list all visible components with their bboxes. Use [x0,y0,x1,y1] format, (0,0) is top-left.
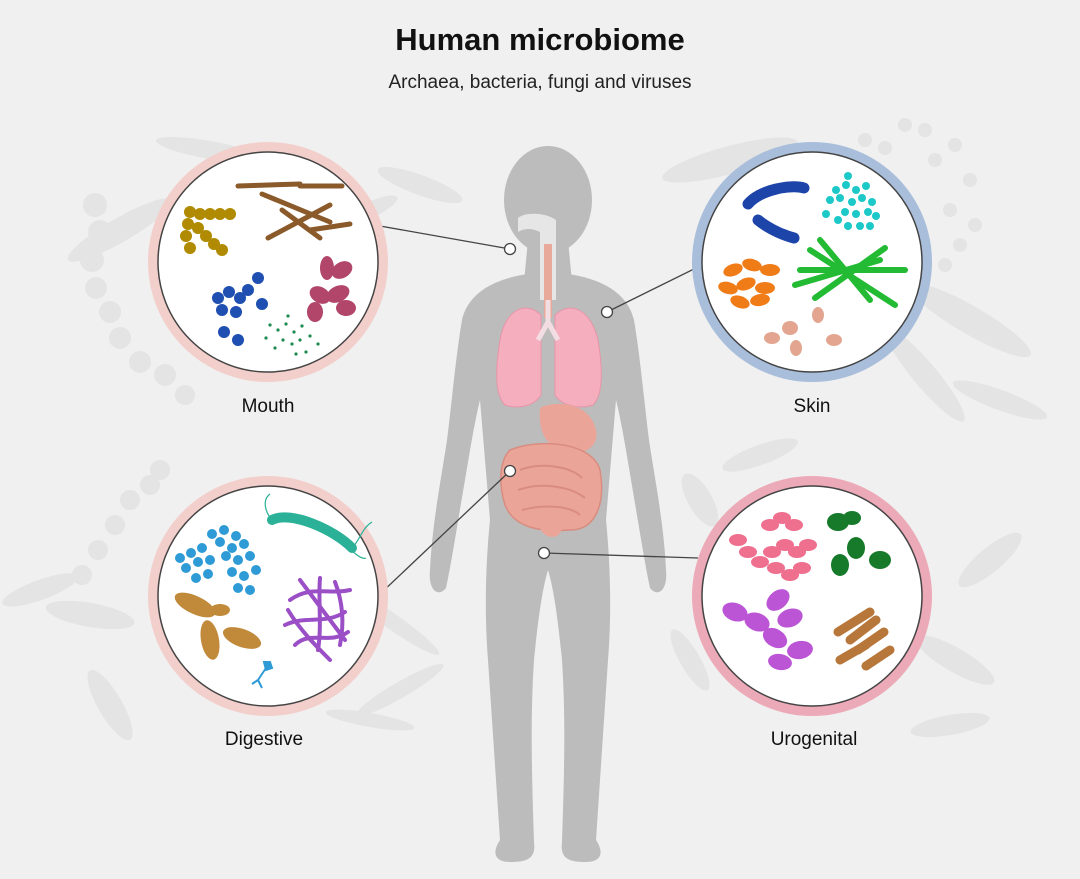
trachea-branch [535,300,561,342]
digestive-microbe-circle [148,476,388,716]
digestive-virus [251,661,274,689]
background-microbes [2,118,1048,741]
urogenital-label: Urogenital [770,729,858,750]
mouth-microbe-circle [148,142,388,382]
skin-blue-rods [742,181,810,244]
digestive-organs [500,403,603,537]
mouth-blue-cocci [212,272,268,346]
digestive-blue-cocci [175,525,261,595]
digestive-label: Digestive [224,729,304,750]
urogenital-microbe-circle [692,476,932,716]
lungs [496,307,602,408]
urogenital-pink-chains [729,512,817,581]
page-subtitle: Archaea, bacteria, fungi and viruses [388,72,692,93]
skin-cyan-cocci [822,172,880,230]
skin-peach-cells [764,307,842,356]
digestive-teal-spirillum [264,493,373,559]
mouth-label: Mouth [241,396,295,417]
mouth-cocci-chain [180,206,236,256]
mouth-green-dots [264,314,320,356]
skin-label: Skin [793,396,831,417]
mouth-pink-cells [307,256,356,322]
urogenital-purple-cells [722,589,813,671]
skin-orange-cells [718,258,780,309]
digestive-brown-bacilli [174,592,262,660]
urogenital-green-cells [827,511,891,576]
connector-lines [379,225,699,595]
mouth-rod-bacteria [235,181,353,241]
skin-microbe-circle [692,142,932,382]
page-title: Human microbiome [395,22,685,57]
respiratory-tract [518,213,556,318]
urogenital-brown-rods [833,607,895,671]
connector-dots [503,242,614,560]
digestive-purple-filaments [283,576,352,662]
skin-green-rods [792,237,908,308]
